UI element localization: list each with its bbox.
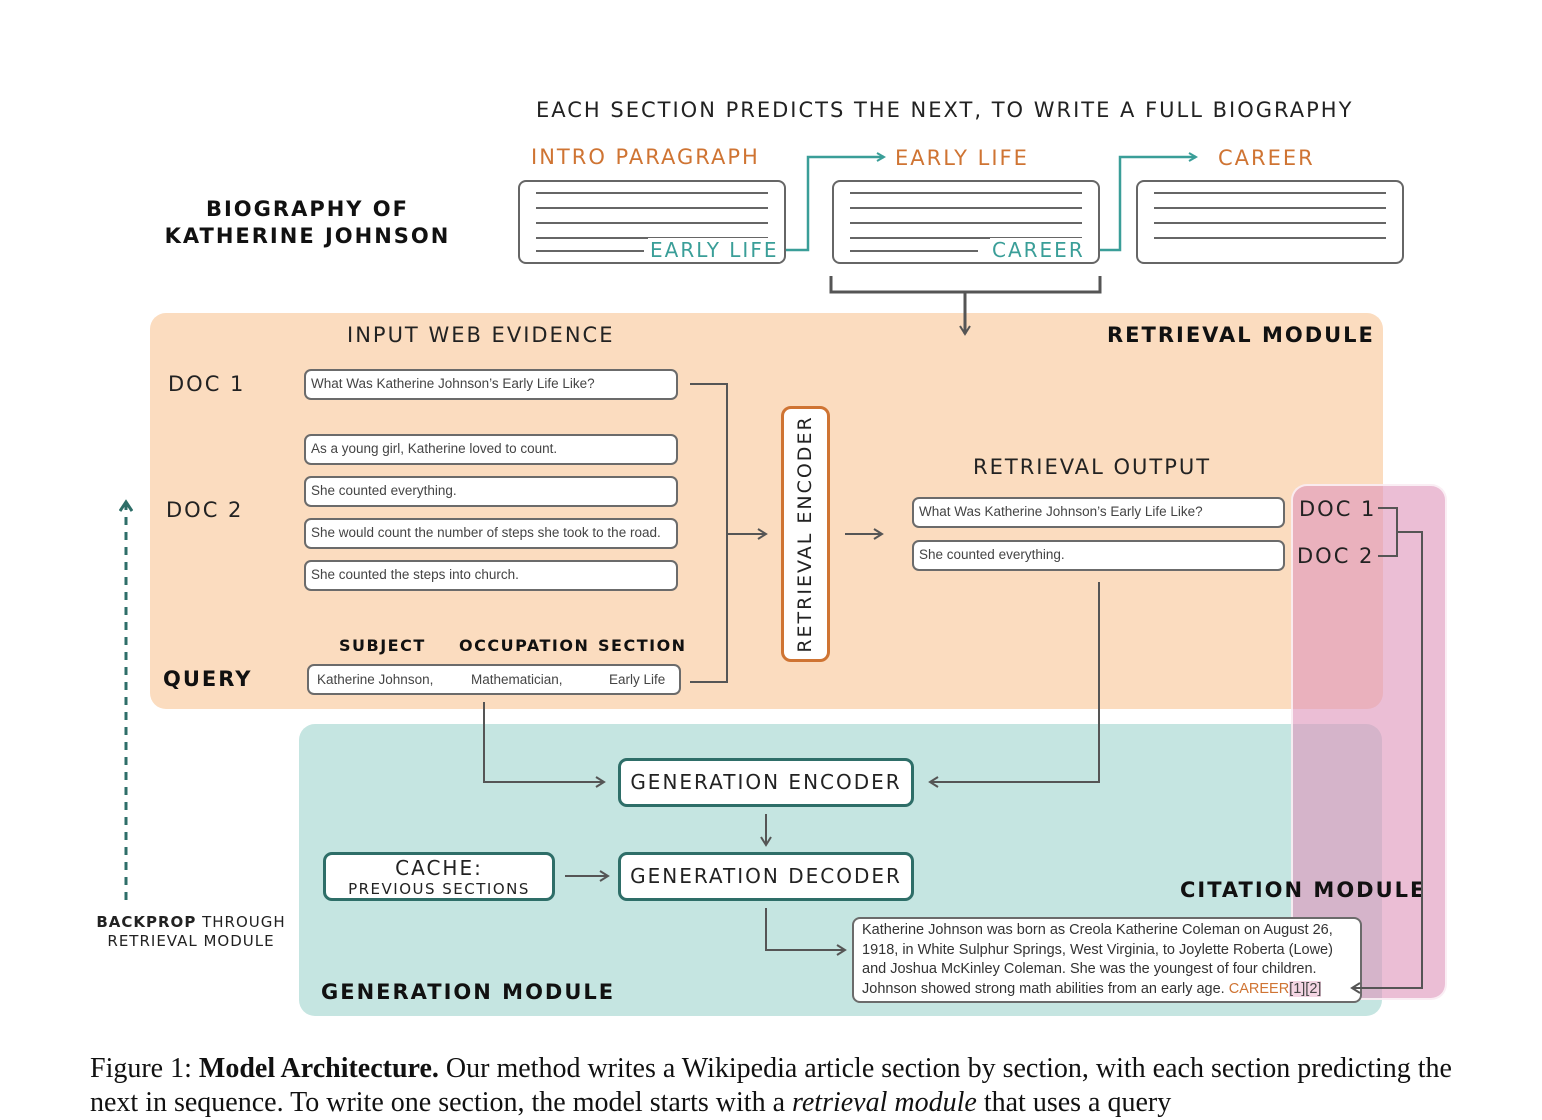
query-header-subject: SUBJECT — [339, 636, 426, 655]
arrow-citation-to-output — [1350, 531, 1423, 994]
query-value-occupation: Mathematician, — [471, 672, 563, 687]
doc2-sentence-1: As a young girl, Katherine loved to coun… — [304, 434, 678, 465]
generated-output-line-3: and Joshua McKinley Coleman. She was the… — [862, 961, 1317, 977]
query-box: Katherine Johnson, Mathematician, Early … — [307, 664, 681, 695]
citation-markers: [1][2] — [1289, 980, 1322, 997]
generation-decoder-box: GENERATION DECODER — [618, 852, 914, 901]
arrow-query-to-generation-encoder — [483, 702, 606, 788]
doc2-sentence-4: She counted the steps into church. — [304, 560, 678, 591]
retrieval-module-label: RETRIEVAL MODULE — [1107, 323, 1375, 347]
generation-module-label: GENERATION MODULE — [321, 980, 616, 1004]
query-value-section: Early Life — [609, 672, 666, 687]
section-heading-career: CAREER — [1218, 146, 1315, 170]
section-heading-early-life: EARLY LIFE — [895, 146, 1029, 170]
caption-text-2: that uses a query — [976, 1087, 1172, 1118]
generated-output-line-4: Johnson showed strong math abilities fro… — [862, 980, 1360, 1000]
arrow-early-life-to-career — [1100, 157, 1196, 252]
cache-label: CACHE: — [395, 856, 483, 880]
doc2-label: DOC 2 — [166, 498, 244, 522]
doc1-label: DOC 1 — [168, 372, 246, 396]
biography-title-line2: KATHERINE JOHNSON — [164, 224, 451, 248]
query-value-subject: Katherine Johnson, — [317, 672, 434, 687]
doc1-sentence: What Was Katherine Johnson’s Early Life … — [304, 369, 678, 400]
caption-prefix: Figure 1: — [90, 1053, 199, 1084]
section-heading-intro: INTRO PARAGRAPH — [531, 145, 760, 169]
caption-text-1: Our method writes a Wikipedia article se… — [90, 1053, 1452, 1118]
generated-output-line-2: 1918, in White Sulphur Springs, West Vir… — [862, 941, 1333, 958]
retrieval-output-sentence-2: She counted everything. — [912, 540, 1285, 571]
retrieval-output-doc1-label: DOC 1 — [1299, 497, 1377, 521]
backprop-label: BACKPROP THROUGH RETRIEVAL MODULE — [90, 913, 292, 951]
arrow-decoder-to-output — [765, 908, 847, 956]
input-web-evidence-label: INPUT WEB EVIDENCE — [347, 323, 615, 347]
query-label: QUERY — [163, 667, 253, 691]
citation-module-label: CITATION MODULE — [1180, 878, 1427, 902]
biography-title: BIOGRAPHY OF KATHERINE JOHNSON — [150, 196, 465, 250]
biography-title-line1: BIOGRAPHY OF — [205, 197, 409, 221]
citation-doc-bracket — [1378, 507, 1398, 557]
retrieval-output-label: RETRIEVAL OUTPUT — [973, 455, 1212, 479]
query-header-section: SECTION — [598, 636, 687, 655]
retrieval-output-doc2-label: DOC 2 — [1297, 544, 1375, 568]
arrow-intro-to-early-life — [786, 157, 884, 252]
career-page — [1136, 180, 1404, 264]
retrieval-output-sentence-1: What Was Katherine Johnson’s Early Life … — [912, 497, 1285, 528]
evidence-bracket — [690, 383, 728, 683]
generated-output-last-sentence: Johnson showed strong math abilities fro… — [862, 980, 1225, 997]
cache-sublabel: PREVIOUS SECTIONS — [348, 880, 530, 898]
cache-box: CACHE: PREVIOUS SECTIONS — [323, 852, 555, 901]
early-life-bracket — [829, 276, 1102, 294]
generated-output-line-1: Katherine Johnson was born as Creola Kat… — [862, 922, 1333, 938]
generation-encoder-box: GENERATION ENCODER — [618, 758, 914, 807]
retrieval-encoder-box — [781, 406, 830, 662]
figure-caption: Figure 1: Model Architecture. Our method… — [90, 1052, 1452, 1120]
caption-italic: retrieval module — [792, 1087, 977, 1118]
top-title: EACH SECTION PREDICTS THE NEXT, TO WRITE… — [536, 98, 1354, 122]
generated-output-box: Katherine Johnson was born as Creola Kat… — [852, 917, 1362, 1003]
early-life-next-section-tag: CAREER — [990, 238, 1087, 262]
next-section-tag: CAREER — [1228, 980, 1290, 997]
backprop-label-rest: THROUGH — [196, 913, 286, 931]
arrow-retrieval-output-to-generation-encoder — [928, 582, 1100, 788]
intro-next-section-tag: EARLY LIFE — [648, 238, 781, 262]
backprop-label-line2: RETRIEVAL MODULE — [107, 932, 275, 950]
backprop-label-bold: BACKPROP — [96, 913, 197, 931]
query-header-occupation: OCCUPATION — [459, 636, 590, 655]
doc2-sentence-2: She counted everything. — [304, 476, 678, 507]
caption-title: Model Architecture. — [198, 1053, 439, 1084]
doc2-sentence-3: She would count the number of steps she … — [304, 518, 678, 549]
